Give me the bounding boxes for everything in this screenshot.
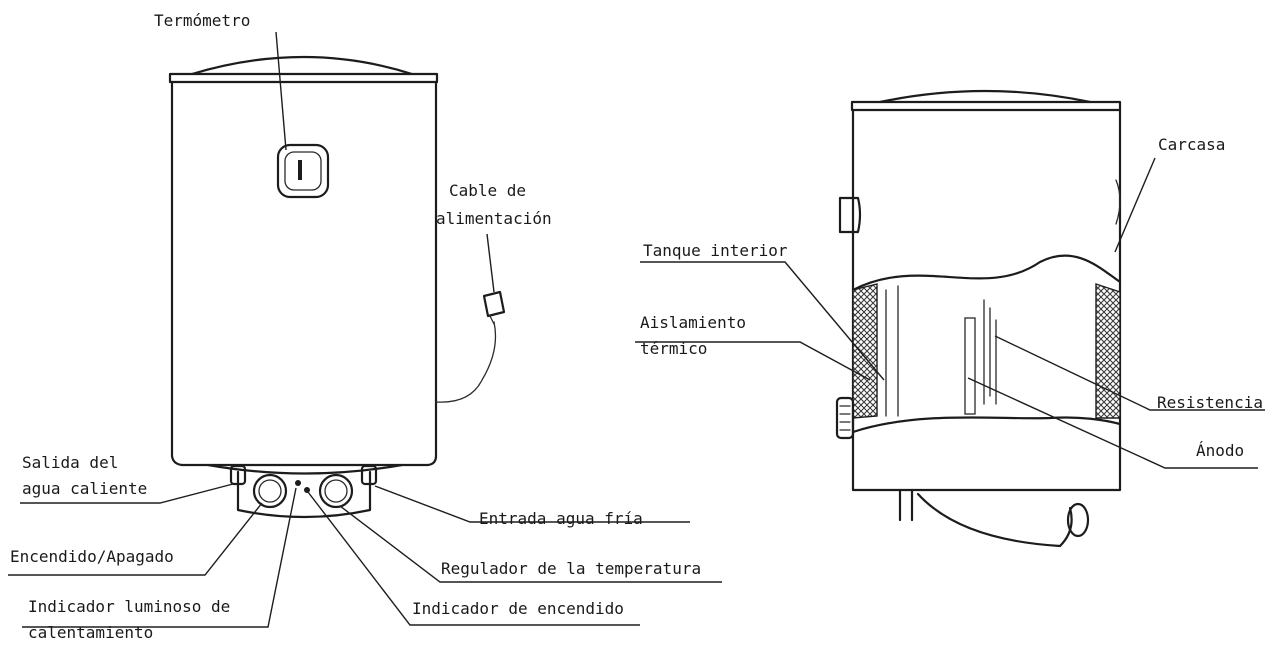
top-rim-front — [168, 72, 439, 84]
power-light-icon — [304, 487, 310, 493]
label-inner-tank: Tanque interior — [643, 241, 788, 260]
top-rim-cutaway — [850, 100, 1122, 112]
bottom-bracket — [916, 492, 1073, 548]
side-knob-icon — [835, 396, 855, 440]
label-resistance: Resistencia — [1157, 393, 1263, 412]
cutaway-bottom-edge — [851, 416, 1122, 434]
top-cap-cutaway — [878, 89, 1092, 104]
label-power-switch: Encendido/Apagado — [10, 547, 174, 566]
leader-lines-right — [635, 157, 1265, 469]
control-panel — [236, 470, 372, 519]
side-bump-right — [1115, 179, 1121, 225]
label-power-light: Indicador de encendido — [412, 599, 624, 618]
plug-icon — [482, 290, 506, 325]
bottom-pipe — [898, 488, 914, 522]
thermometer-icon — [276, 143, 330, 199]
front-heater — [168, 55, 506, 519]
resistance-coil — [983, 299, 997, 405]
label-anode: Ánodo — [1196, 441, 1245, 460]
outer-shell — [851, 108, 1122, 492]
top-cap-front — [190, 55, 414, 76]
label-hot-outlet-line2: agua caliente — [22, 479, 148, 498]
label-casing: Carcasa — [1158, 135, 1226, 154]
label-cold-inlet: Entrada agua fría — [479, 509, 643, 528]
label-temp-regulator: Regulador de la temperatura — [441, 559, 702, 578]
label-heating-light-line1: Indicador luminoso de — [28, 597, 231, 616]
insulation-right — [1095, 283, 1121, 419]
bottom-fitting-icon — [1066, 502, 1090, 538]
label-insulation-line2: térmico — [640, 339, 708, 358]
label-insulation-line1: Aislamiento — [640, 313, 746, 332]
temperature-knob-icon — [318, 473, 354, 509]
insulation-left — [852, 283, 878, 419]
heating-element — [964, 317, 976, 415]
label-hot-outlet-line1: Salida del — [22, 453, 119, 472]
side-thermometer-icon — [838, 196, 862, 234]
cutaway-heater — [835, 89, 1122, 548]
cold-water-inlet — [360, 464, 378, 486]
label-cable-line2: alimentación — [436, 209, 552, 228]
front-body — [170, 80, 438, 467]
label-thermometer: Termómetro — [154, 11, 251, 30]
power-cable — [435, 321, 497, 403]
label-heating-light-line2: calentamiento — [28, 623, 154, 642]
label-cable-line1: Cable de — [449, 181, 527, 200]
heating-light-icon — [295, 480, 301, 486]
leader-lines-left — [8, 31, 722, 628]
power-knob-icon — [252, 473, 288, 509]
hot-water-outlet — [229, 464, 247, 486]
cutaway-top-edge — [851, 254, 1122, 292]
